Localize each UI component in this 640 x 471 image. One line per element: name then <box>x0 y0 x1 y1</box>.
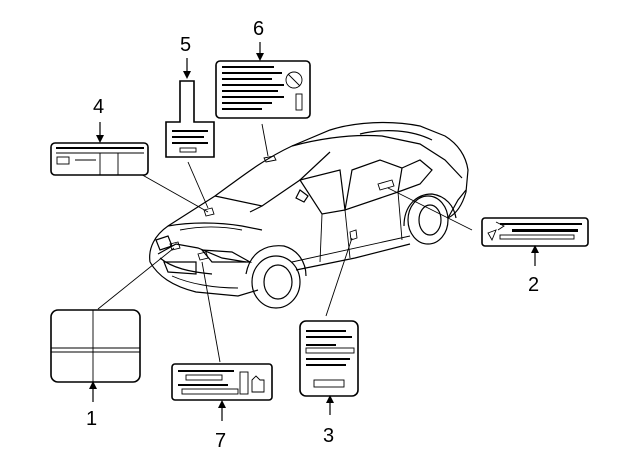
arrow-head-3 <box>326 395 334 403</box>
arrow-head-6 <box>256 53 264 61</box>
label-2: 2 <box>481 217 589 296</box>
callout-7: 7 <box>215 430 226 452</box>
leader-1 <box>97 247 175 310</box>
callout-1: 1 <box>86 408 97 430</box>
leader-lines <box>97 123 473 363</box>
label-6: 6 <box>215 18 311 119</box>
callout-4: 4 <box>93 96 104 118</box>
leader-6 <box>261 123 269 157</box>
callout-6: 6 <box>253 18 264 40</box>
label-1: 1 <box>50 309 141 430</box>
label-3: 3 <box>299 320 359 447</box>
leader-5 <box>187 161 209 209</box>
label-4: 4 <box>50 96 149 176</box>
arrow-head-2 <box>531 245 539 253</box>
arrow-head-1 <box>89 381 97 389</box>
arrow-head-4 <box>96 135 104 143</box>
arrow-head-7 <box>218 400 226 408</box>
label-7: 7 <box>171 363 273 452</box>
car-illustration <box>149 121 469 309</box>
label-5: 5 <box>165 34 215 158</box>
leader-2 <box>387 187 473 231</box>
arrow-head-5 <box>183 71 191 79</box>
leader-3 <box>325 237 353 317</box>
callout-5: 5 <box>180 34 191 56</box>
callout-3: 3 <box>323 425 334 447</box>
callout-2: 2 <box>528 274 539 296</box>
leader-7 <box>201 261 221 363</box>
